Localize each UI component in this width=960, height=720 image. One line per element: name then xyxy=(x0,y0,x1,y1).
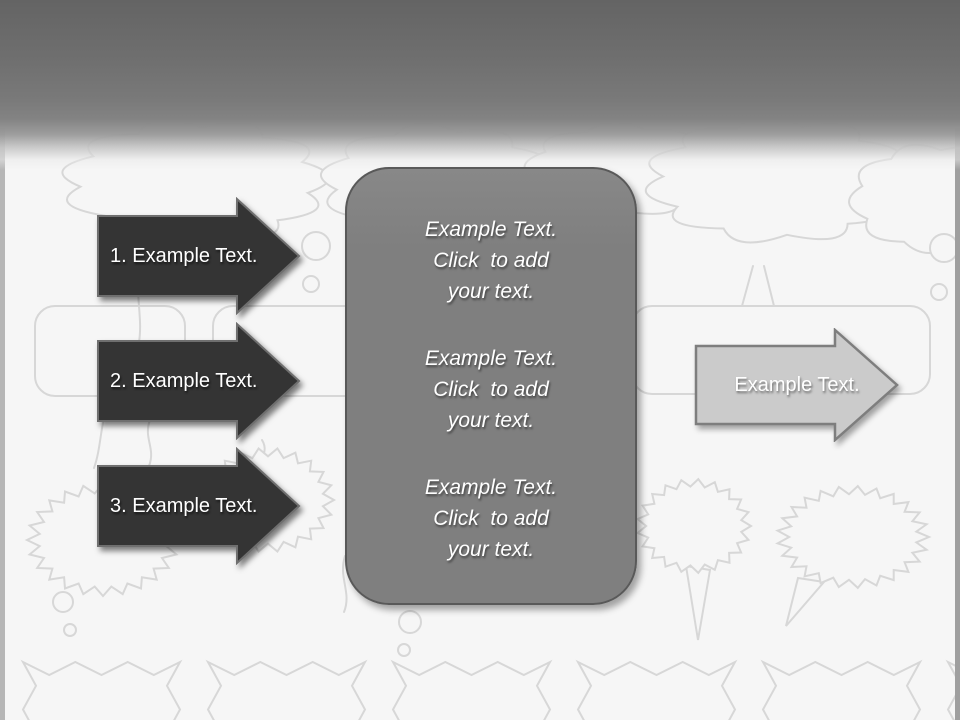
right-edge-strip xyxy=(955,128,960,720)
step-arrow-3[interactable]: 3. Example Text. xyxy=(96,447,302,565)
panel-line: Example Text. xyxy=(424,476,558,499)
output-arrow[interactable]: Example Text. xyxy=(694,328,900,442)
step-arrow-2[interactable]: 2. Example Text. xyxy=(96,322,302,440)
panel-line: Example Text. xyxy=(424,218,558,241)
arrow-right-glyph xyxy=(97,322,301,440)
arrow-right-glyph xyxy=(97,197,301,315)
output-arrow-label: Example Text. xyxy=(734,373,860,396)
title-bar xyxy=(0,0,960,170)
panel-line: Click to add xyxy=(433,249,549,272)
panel-line: Example Text. xyxy=(424,347,558,370)
panel-line: your text. xyxy=(447,280,535,303)
panel-text-block[interactable]: Example Text. Click to add your text. xyxy=(357,343,625,436)
step-arrow-label: 2. Example Text. xyxy=(110,369,258,392)
panel-line: Click to add xyxy=(433,507,549,530)
step-arrow-1[interactable]: 1. Example Text. xyxy=(96,197,302,315)
arrow-right-glyph xyxy=(694,328,899,442)
panel-line: your text. xyxy=(447,409,535,432)
panel-text-block[interactable]: Example Text. Click to add your text. xyxy=(357,472,625,565)
panel-text-block[interactable]: Example Text. Click to add your text. xyxy=(357,214,625,307)
step-arrow-label: 3. Example Text. xyxy=(110,494,258,517)
arrow-right-glyph xyxy=(97,447,301,565)
step-arrow-label: 1. Example Text. xyxy=(110,244,258,267)
content-panel[interactable]: Example Text. Click to add your text. Ex… xyxy=(345,167,637,605)
left-edge-strip xyxy=(0,128,5,720)
panel-line: Click to add xyxy=(433,378,549,401)
panel-line: your text. xyxy=(447,538,535,561)
